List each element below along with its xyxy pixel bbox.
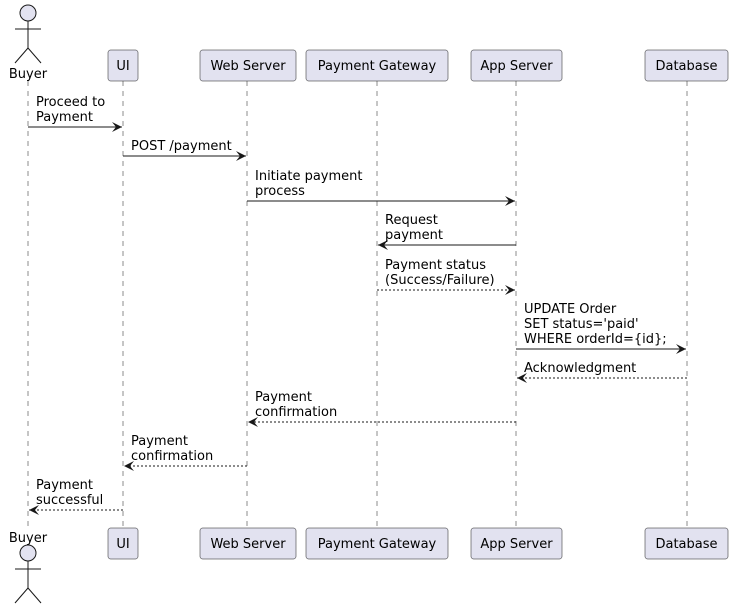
actor-right-leg xyxy=(27,587,42,604)
participant-label: Web Server xyxy=(210,59,286,74)
participant-gateway-bottom: Payment Gateway xyxy=(305,527,449,560)
actor-head xyxy=(19,4,37,22)
message-label-line: process xyxy=(255,184,305,199)
message-6: UPDATE Order SET status='paid' WHERE ord… xyxy=(516,302,686,354)
participant-app-top: App Server xyxy=(470,49,563,82)
message-label-line: confirmation xyxy=(131,449,213,464)
message-3: Initiate payment process xyxy=(247,169,515,206)
participant-box xyxy=(107,49,139,82)
message-2: POST /payment xyxy=(123,139,246,161)
actor-right-leg xyxy=(27,47,42,64)
message-label-line: Payment xyxy=(255,390,312,405)
actor-left-leg xyxy=(14,587,29,604)
participant-box xyxy=(305,527,449,560)
message-label-line: Payment status xyxy=(385,258,486,273)
message-9: Payment confirmation xyxy=(124,434,247,471)
participant-db-bottom: Database xyxy=(644,527,729,560)
participant-box xyxy=(644,49,729,82)
participant-label: Payment Gateway xyxy=(318,59,437,74)
actor-figure-bottom xyxy=(14,544,42,604)
participant-box xyxy=(644,527,729,560)
participant-label: UI xyxy=(116,537,129,552)
message-label-line: Payment xyxy=(36,478,93,493)
participant-box xyxy=(199,527,297,560)
message-label-line: Payment xyxy=(36,110,93,125)
message-label-line: Payment xyxy=(131,434,188,449)
message-label-line: confirmation xyxy=(255,405,337,420)
message-label-line: POST /payment xyxy=(131,139,232,154)
message-label-line: (Success/Failure) xyxy=(385,273,495,288)
participant-ui-top: UI xyxy=(107,49,139,82)
actor-head xyxy=(19,544,37,562)
message-10: Payment successful xyxy=(29,478,123,515)
participant-box xyxy=(470,527,563,560)
message-1: Proceed to Payment xyxy=(28,95,122,132)
message-label-line: payment xyxy=(385,228,443,243)
participant-db-top: Database xyxy=(644,49,729,82)
message-8: Payment confirmation xyxy=(248,390,516,427)
participant-web-top: Web Server xyxy=(199,49,297,82)
participant-label: Database xyxy=(655,59,717,74)
actor-figure-top xyxy=(14,4,42,64)
message-7: Acknowledgment xyxy=(517,361,687,383)
participant-label: Web Server xyxy=(210,537,286,552)
message-label-line: WHERE orderId={id}; xyxy=(524,332,667,347)
participant-app-bottom: App Server xyxy=(470,527,563,560)
participant-label: Database xyxy=(655,537,717,552)
participant-box xyxy=(305,49,449,82)
message-label-line: Initiate payment xyxy=(255,169,363,184)
message-label-line: successful xyxy=(36,493,103,508)
message-label-line: UPDATE Order xyxy=(524,302,617,317)
actor-left-leg xyxy=(14,47,29,64)
message-label-line: SET status='paid' xyxy=(524,317,639,332)
participant-label: UI xyxy=(116,59,129,74)
participant-box xyxy=(470,49,563,82)
participant-label-buyer-top: Buyer xyxy=(9,67,48,82)
participant-label: Payment Gateway xyxy=(318,537,437,552)
participant-gateway-top: Payment Gateway xyxy=(305,49,449,82)
message-label-line: Proceed to xyxy=(36,95,105,110)
participant-label: App Server xyxy=(480,59,553,74)
message-label-line: Acknowledgment xyxy=(524,361,636,376)
participant-box xyxy=(199,49,297,82)
participant-ui-bottom: UI xyxy=(107,527,139,560)
message-label-line: Request xyxy=(385,213,438,228)
participant-web-bottom: Web Server xyxy=(199,527,297,560)
participant-label-buyer-bottom: Buyer xyxy=(9,531,48,546)
message-4: Request payment xyxy=(378,213,516,250)
message-5: Payment status (Success/Failure) xyxy=(377,258,515,295)
participant-box xyxy=(107,527,139,560)
participant-label: App Server xyxy=(480,537,553,552)
